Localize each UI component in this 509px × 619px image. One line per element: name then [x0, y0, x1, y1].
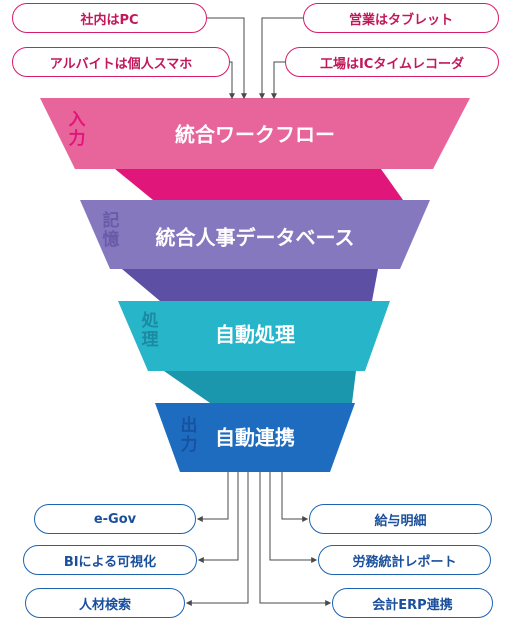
- side-label-memory: 記憶: [102, 211, 120, 250]
- connector-output-bi: [197, 472, 239, 563]
- output-labor-report: 労務統計レポート: [318, 545, 491, 575]
- side-label-input: 入力: [68, 110, 86, 149]
- connector-input-smartphone: [229, 61, 235, 100]
- side-label-processing: 処理: [141, 311, 159, 350]
- output-payslip: 給与明細: [309, 504, 492, 534]
- output-bi: BIによる可視化: [23, 545, 197, 575]
- band-input-to-memory: [115, 169, 403, 200]
- connector-input-ic: [271, 61, 285, 100]
- connector-input-tablet: [259, 17, 303, 100]
- stage-integration-shape: [155, 403, 355, 472]
- input-ic-recorder: 工場はICタイムレコーダ: [285, 47, 499, 77]
- stage-processing-label: 自動処理: [215, 322, 295, 347]
- input-pc: 社内はPC: [12, 3, 207, 33]
- stage-processing-shape: [118, 301, 390, 371]
- input-tablet: 営業はタブレット: [303, 3, 499, 33]
- input-smartphone: アルバイトは個人スマホ: [12, 47, 230, 77]
- stage-integration-label: 自動連携: [215, 425, 295, 450]
- output-talent-search: 人材検索: [25, 588, 185, 618]
- output-erp: 会計ERP連携: [332, 588, 493, 618]
- output-egov: e-Gov: [34, 504, 196, 534]
- stage-database-shape: [80, 200, 430, 269]
- band-memory-to-processing: [122, 269, 378, 301]
- side-label-output: 出力: [180, 416, 198, 455]
- connector-output-payslip: [281, 472, 309, 522]
- connector-output-report: [269, 472, 318, 563]
- connector-output-egov: [196, 472, 229, 522]
- connector-input-pc: [207, 17, 247, 100]
- connector-output-erp: [259, 472, 332, 606]
- stage-database-label: 統合人事データベース: [155, 225, 355, 250]
- band-processing-to-output: [164, 371, 356, 403]
- connector-output-talent: [185, 472, 249, 606]
- stage-workflow-label: 統合ワークフロー: [175, 122, 335, 147]
- stage-workflow-shape: [40, 98, 470, 169]
